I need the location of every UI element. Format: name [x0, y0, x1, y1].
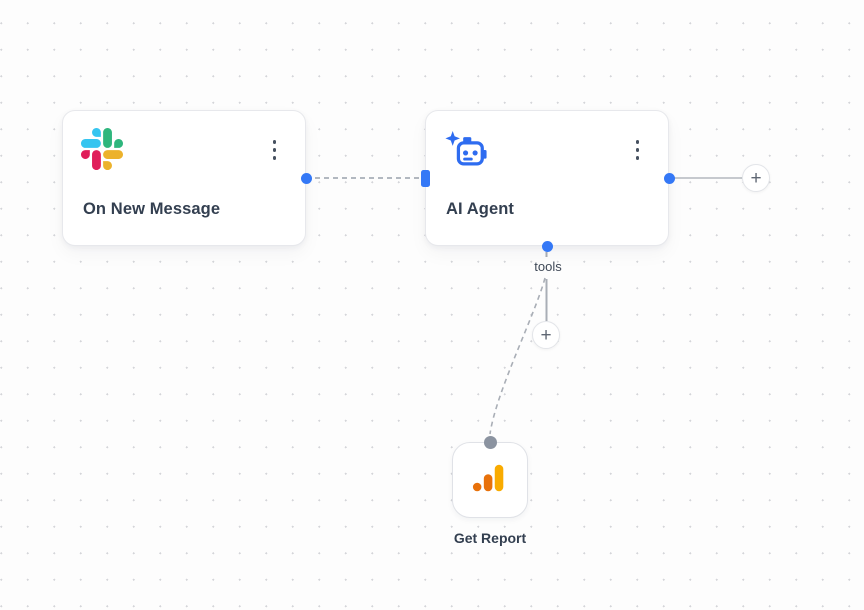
- ga-bar-mid: [483, 473, 493, 491]
- ga-dot: [472, 482, 482, 491]
- trigger-output-port[interactable]: [300, 172, 312, 184]
- robot-eye-left: [462, 150, 469, 156]
- node-options-kebab-icon[interactable]: [634, 138, 642, 162]
- ga-bar-tall: [494, 464, 504, 491]
- slack-icon-red: [81, 150, 101, 170]
- agent-output-port[interactable]: [663, 172, 675, 184]
- robot-eye-right: [472, 150, 478, 156]
- tool-input-port[interactable]: [483, 435, 497, 449]
- sparkle-glyph: [445, 130, 460, 146]
- node-title: AI Agent: [446, 200, 515, 218]
- google-analytics-icon: [471, 459, 509, 502]
- add-tool-button[interactable]: +: [532, 321, 560, 349]
- add-next-node-button[interactable]: +: [742, 164, 770, 192]
- node-on-new-message[interactable]: On New Message: [62, 110, 306, 246]
- slack-icon-blue: [81, 128, 101, 148]
- slack-icon-yellow: [103, 150, 123, 170]
- node-title: On New Message: [83, 200, 221, 218]
- tools-port-label: tools: [534, 259, 562, 274]
- tool-node-label: Get Report: [453, 530, 527, 546]
- agent-tools-port[interactable]: [541, 240, 553, 252]
- agent-input-port[interactable]: [420, 169, 430, 187]
- slack-icon: [81, 128, 123, 175]
- node-ai-agent[interactable]: AI Agent: [425, 110, 669, 246]
- robot-sparkle-icon: [444, 130, 490, 177]
- plus-icon: +: [540, 324, 552, 346]
- plus-icon: +: [750, 167, 762, 189]
- node-get-report[interactable]: [452, 442, 528, 518]
- node-options-kebab-icon[interactable]: [271, 138, 279, 162]
- robot-head: [456, 141, 484, 166]
- slack-icon-green: [103, 128, 123, 148]
- wire-agent-to-tool: [489, 277, 546, 435]
